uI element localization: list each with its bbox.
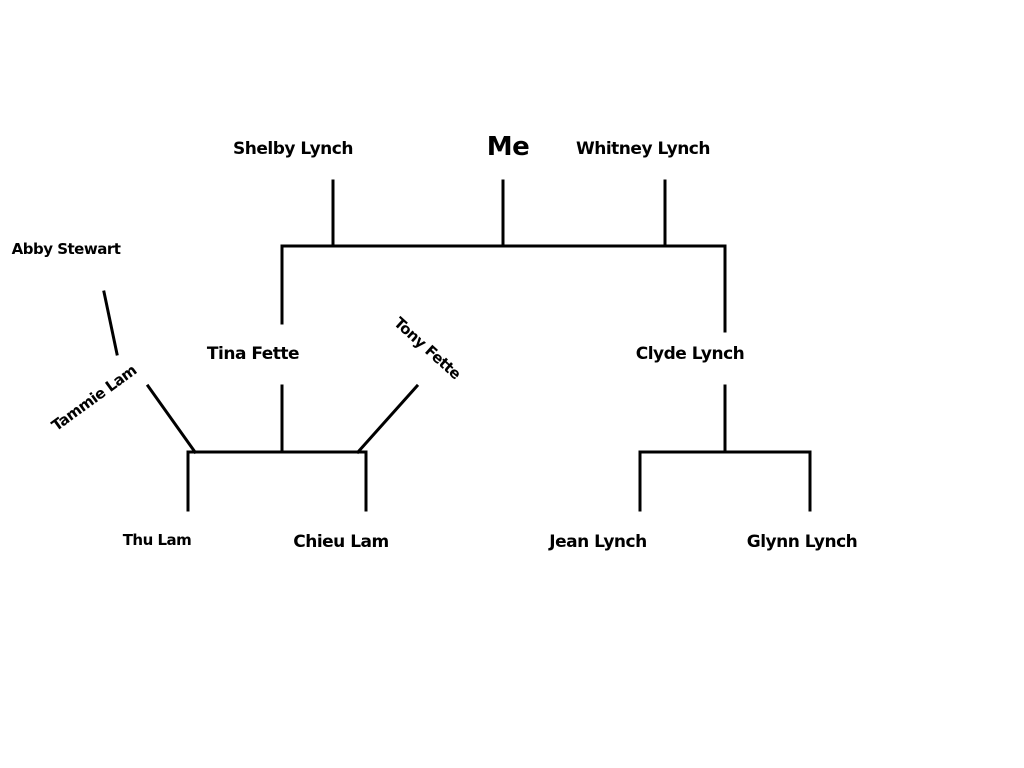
label-tammie-lam: Tammie Lam [48,361,140,435]
label-shelby-lynch: Shelby Lynch [233,139,353,159]
label-me: Me [487,132,530,162]
label-chieu-lam: Chieu Lam [293,532,388,552]
label-tony-fette: Tony Fette [390,314,464,384]
label-thu-lam: Thu Lam [123,531,192,549]
link-abby-tammie [102,290,119,356]
label-jean-lynch: Jean Lynch [548,532,646,552]
label-clyde-lynch: Clyde Lynch [636,344,745,364]
link-tammie [145,383,198,455]
label-whitney-lynch: Whitney Lynch [576,139,710,159]
label-abby-stewart: Abby Stewart [12,240,121,258]
label-glynn-lynch: Glynn Lynch [747,532,858,552]
tree-connectors [102,179,812,512]
person-labels: Shelby Lynch Me Whitney Lynch Abby Stewa… [12,132,858,552]
label-tina-fette: Tina Fette [207,344,299,364]
link-tony [355,383,420,455]
